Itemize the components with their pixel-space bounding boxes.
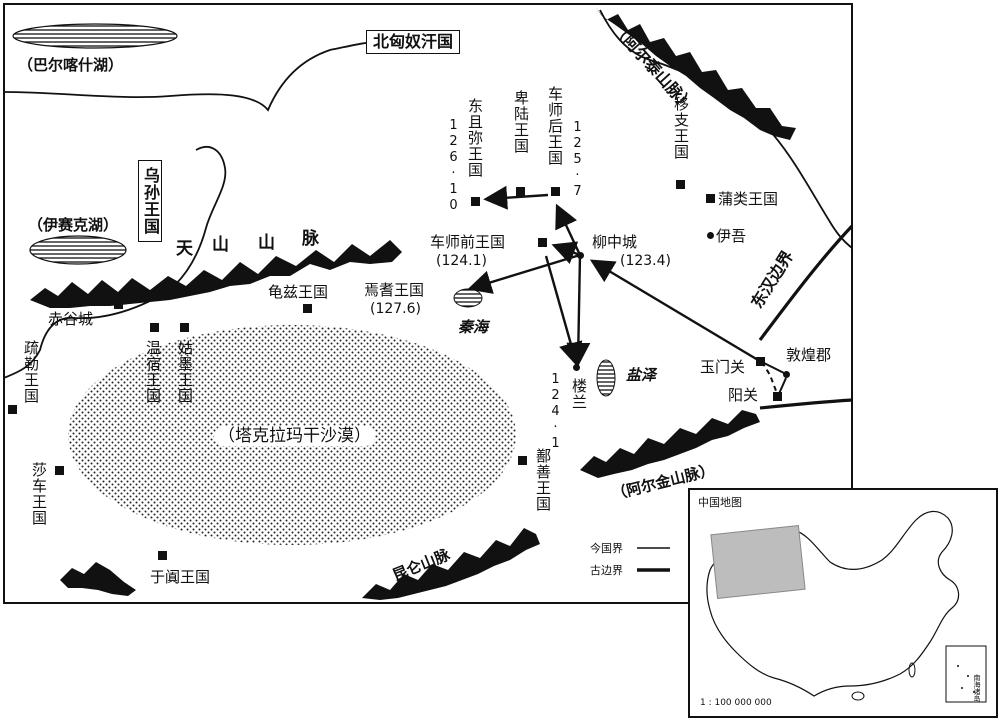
loulan-label: 楼兰 (570, 378, 588, 410)
taiwan-island (908, 662, 916, 678)
campaign-routes (467, 185, 759, 367)
inset-title: 中国地图 (698, 496, 742, 509)
guan-link (761, 361, 779, 397)
tianshan-char-3: 山 (258, 233, 275, 253)
takla-label: （塔克拉玛干沙漠） (214, 426, 375, 446)
aljin-mountains (580, 410, 760, 478)
chigu-label: 赤谷城 (48, 310, 94, 328)
gumo-label: 姑墨王国 (176, 340, 194, 404)
yanqi-year: (127.6) (370, 301, 422, 317)
liuzhong-year: (123.4) (620, 253, 672, 269)
cheshihou-year: 125·7 (570, 120, 585, 200)
legend-ancient-label: 古边界 (590, 564, 623, 577)
route-to-dongqiemi (483, 185, 549, 210)
yanqi-label: 焉耆王国 (364, 281, 425, 299)
kunlun-west-mountains (60, 562, 136, 596)
china-outline (706, 510, 960, 697)
route-to-cheshiqian (551, 241, 581, 264)
yanze-lake (596, 359, 616, 397)
shanshan-label: 鄯善王国 (534, 448, 552, 512)
inset-south-sea: 南海诸岛 (973, 674, 981, 702)
shache-city-marker (55, 466, 64, 475)
issyk-label: （伊赛克湖） (28, 216, 119, 234)
cheshiqian-city-marker (538, 238, 547, 247)
loulan-dot (573, 364, 580, 371)
wusun-label: 乌孙王国 (138, 160, 162, 242)
cheshiqian-year: (124.1) (436, 253, 488, 269)
balkhash-label: （巴尔喀什湖） (18, 56, 124, 74)
route-dunhuang-liuzhong (589, 259, 759, 362)
cheshihou-city-marker (551, 187, 560, 196)
shanshan-city-marker (518, 456, 527, 465)
tianshan-char-2: 山 (212, 235, 229, 255)
yangguan-label: 阳关 (728, 386, 759, 404)
beilu-city-marker (516, 187, 525, 196)
cheshiqian-label: 车师前王国 (430, 233, 506, 251)
yangguan-city-marker (773, 392, 782, 401)
yiwu-label: 伊吾 (716, 227, 747, 245)
highlight-region (710, 525, 806, 599)
liuzhong-dot (577, 252, 584, 259)
yumen-city-marker (756, 357, 765, 366)
beilu-label: 卑陆王国 (512, 90, 530, 154)
altai-mountains (596, 8, 796, 140)
hainan-island (851, 691, 865, 701)
legend-modern-label: 今国界 (590, 542, 623, 555)
yanze-label: 盐泽 (626, 366, 657, 384)
wensu-label: 温宿王国 (144, 340, 162, 404)
issyk-lake (29, 235, 127, 265)
qinhai-lake (453, 288, 483, 308)
beixiongnu-label: 北匈奴汗国 (366, 30, 461, 54)
balkhash-lake (12, 23, 178, 49)
loulan-year: 124·1 (548, 372, 563, 452)
yizhi-city-marker (676, 180, 685, 189)
shule-city-marker (8, 405, 17, 414)
gumo-city-marker (180, 323, 189, 332)
route-to-loulan (566, 254, 591, 367)
dunhuang-label: 敦煌郡 (786, 346, 832, 364)
shache-label: 莎车王国 (30, 462, 48, 526)
tianshan-char-4: 脉 (302, 229, 319, 249)
kunlun-mountains (362, 528, 540, 600)
tianshan-char-1: 天 (176, 239, 193, 259)
dunhuang-link (761, 361, 787, 397)
eastern-han-border (758, 224, 854, 410)
route-to-yanqi (467, 253, 581, 294)
dunhuang-dot (783, 371, 790, 378)
qinhai-label: 秦海 (458, 318, 489, 336)
cheshihou-label: 车师后王国 (546, 86, 564, 166)
china-inset-map: 中国地图 1 : 100 000 000 南海诸岛 (688, 488, 998, 718)
dongqiemi-year: 126·10 (446, 118, 461, 214)
yutian-city-marker (158, 551, 167, 560)
wensu-city-marker (150, 323, 159, 332)
yumen-label: 玉门关 (700, 358, 746, 376)
tianshan-mountains (30, 240, 402, 308)
dongqiemi-label: 东且弥王国 (466, 98, 484, 178)
pulei-label: 蒲类王国 (718, 190, 779, 208)
pulei-city-marker (706, 194, 715, 203)
yizhi-label: 移支王国 (672, 96, 690, 160)
south-sea-box (945, 645, 987, 703)
inset-scale: 1 : 100 000 000 (700, 698, 772, 708)
qiuci-city-marker (303, 304, 312, 313)
qiuci-label: 龟兹王国 (268, 283, 329, 301)
modern-border-north (3, 41, 379, 112)
yutian-label: 于阗王国 (150, 568, 211, 586)
shule-label: 疏勒王国 (22, 340, 40, 404)
route-to-loulan-via (544, 255, 583, 367)
dongqiemi-city-marker (471, 197, 480, 206)
chigu-city-marker (114, 300, 123, 309)
yiwu-dot (707, 232, 714, 239)
liuzhong-label: 柳中城 (592, 233, 638, 251)
